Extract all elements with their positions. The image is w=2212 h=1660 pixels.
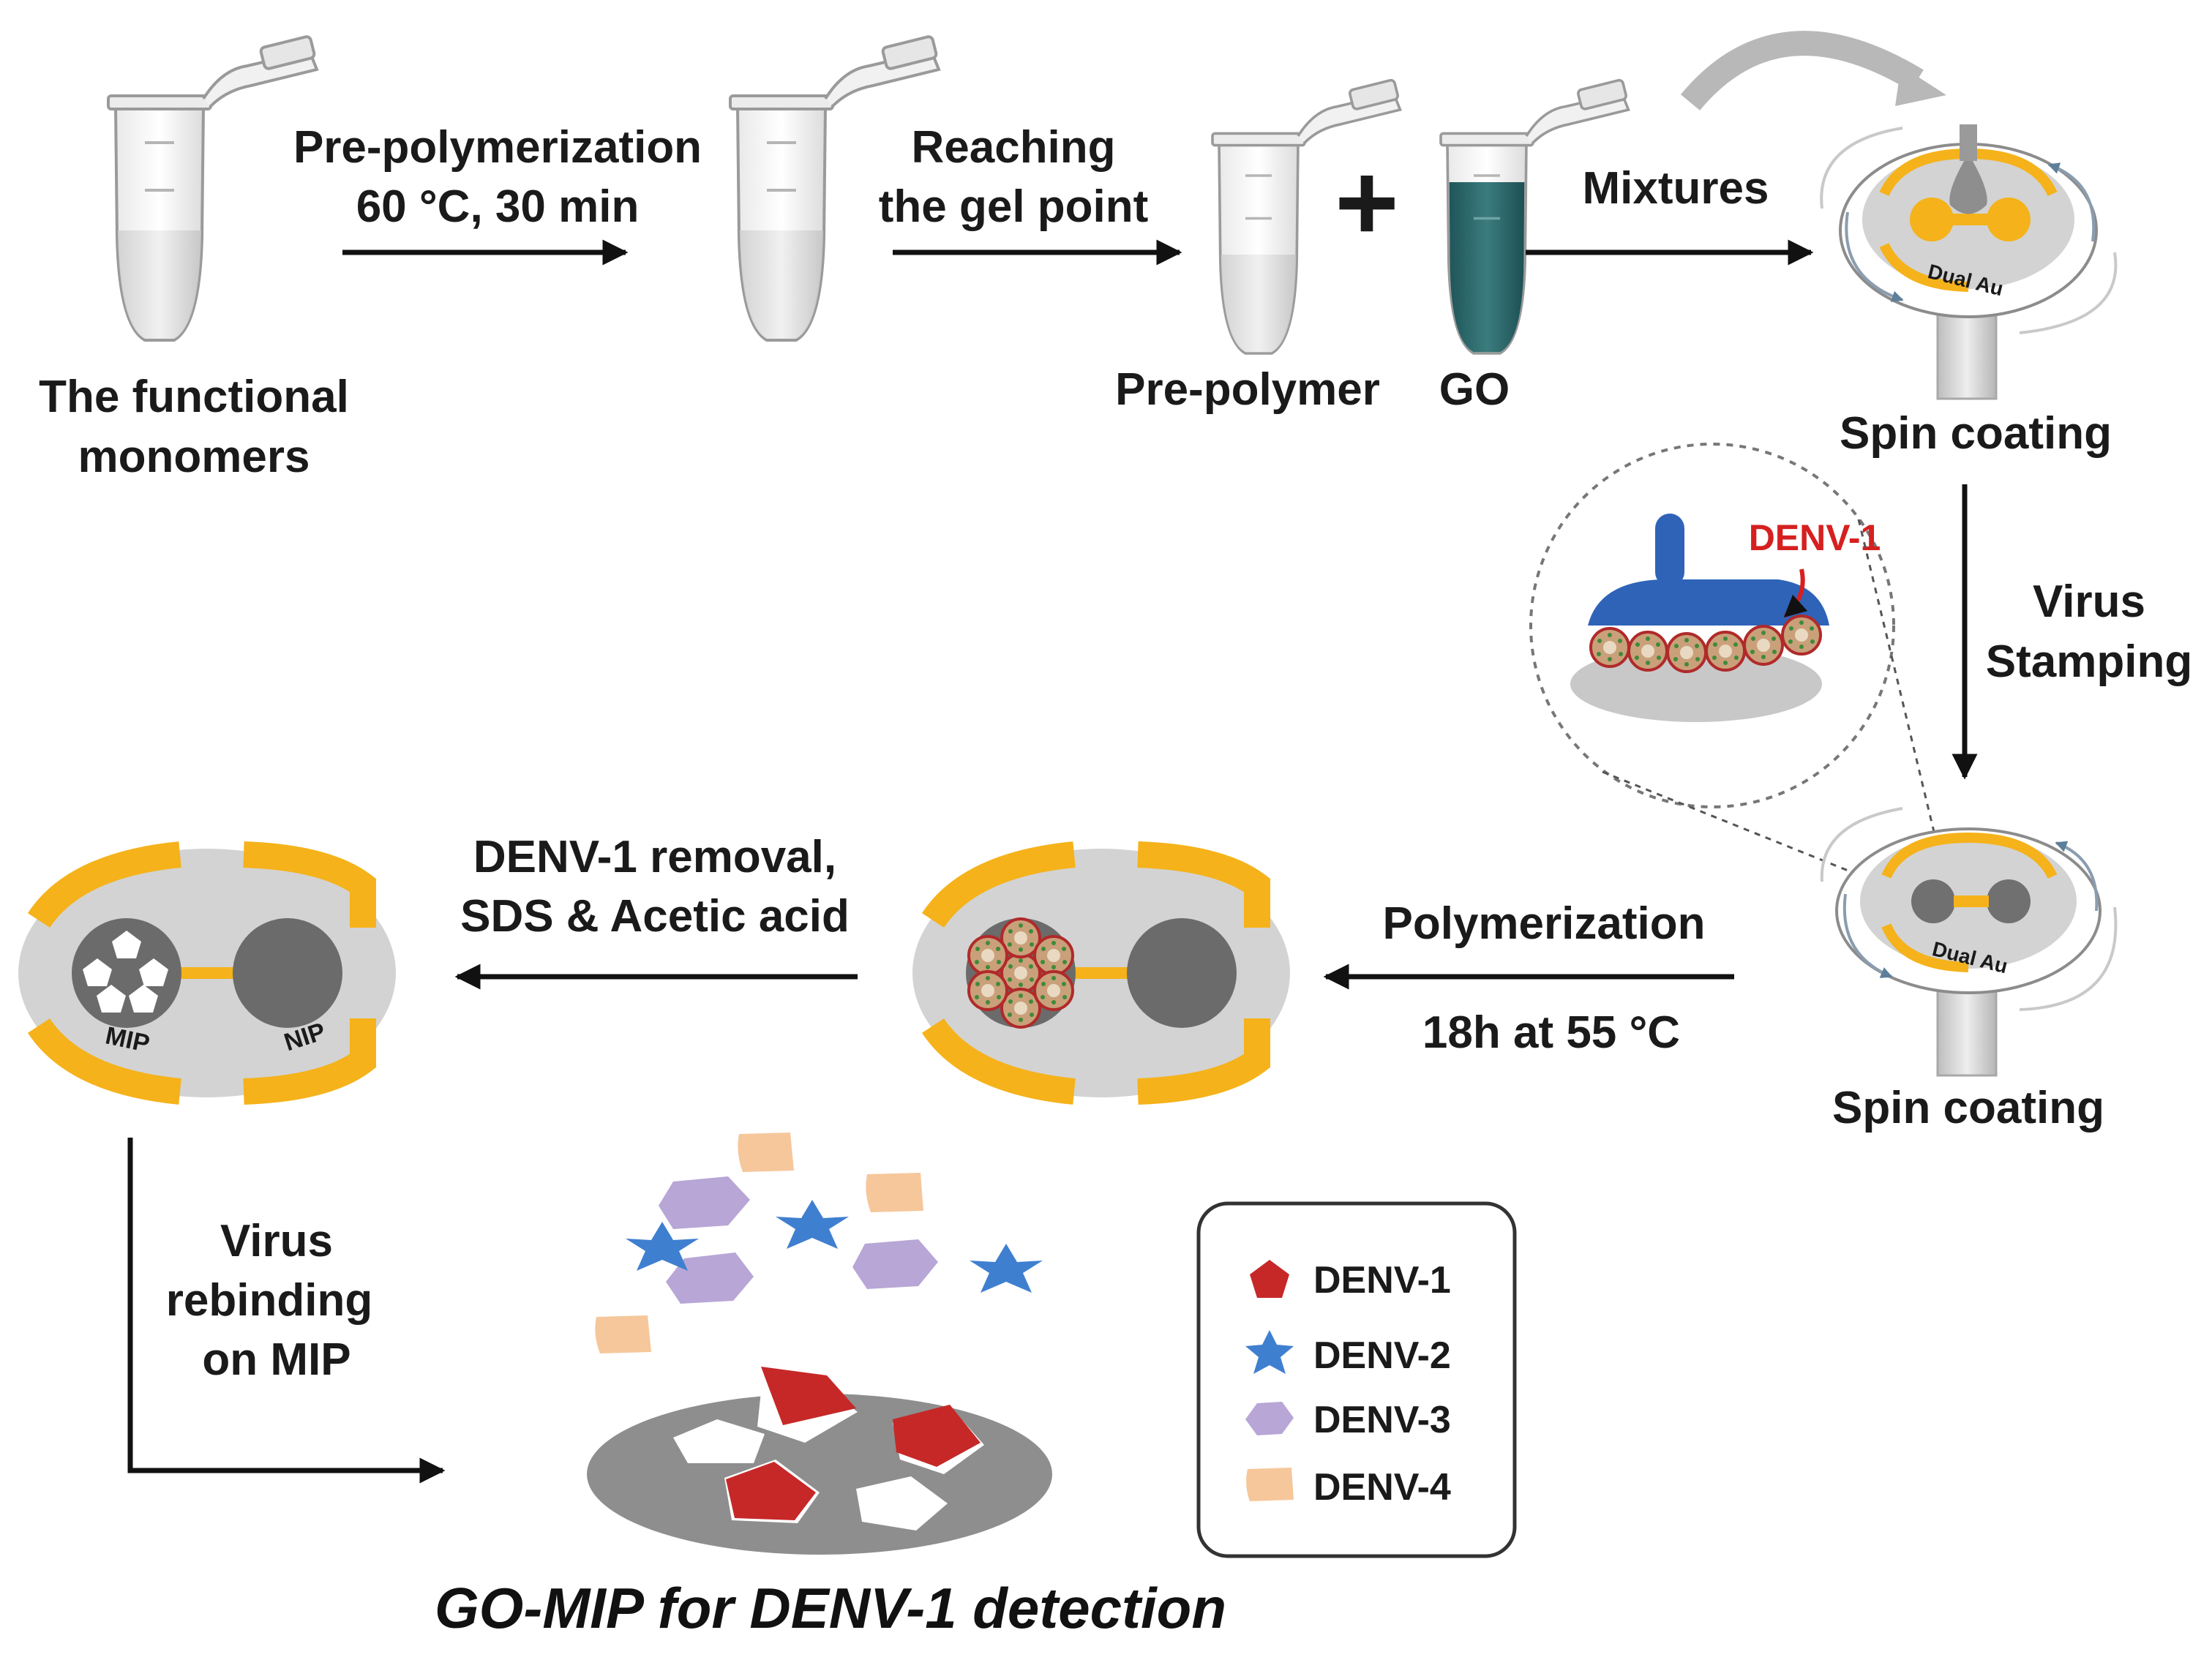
zoom-virus-label: DENV-1	[1749, 517, 1881, 558]
step-gel-point-2: the gel point	[879, 181, 1149, 232]
stamp-zoom-inset: DENV-1	[1529, 443, 1952, 910]
virus-particle	[1589, 627, 1630, 668]
go-label: GO	[1439, 364, 1510, 415]
monomers-label-1: The functional	[39, 372, 349, 422]
electrode-stamped	[912, 841, 1290, 1105]
legend-item-denv-1: DENV-1	[1313, 1259, 1451, 1302]
pre-polymer-label: Pre-polymer	[1115, 364, 1380, 415]
legend-star-icon	[1245, 1330, 1294, 1374]
virus-particle	[967, 970, 1008, 1011]
denv-1-bound	[726, 1462, 816, 1520]
plus-sign: +	[1335, 140, 1399, 263]
step-virus-stamping-1: Virus	[2033, 577, 2145, 627]
virus-particle	[1033, 970, 1074, 1011]
floating-viruses	[595, 1133, 1043, 1353]
denv-3-particle	[852, 1239, 938, 1289]
step-removal-2: SDS & Acetic acid	[460, 891, 850, 942]
bottom-title: GO-MIP for DENV-1 detection	[435, 1576, 1226, 1640]
denv-2-particle	[626, 1222, 699, 1271]
virus-particle	[1743, 625, 1784, 666]
virus-particle	[1781, 615, 1822, 656]
virus-particle	[1705, 631, 1746, 672]
tube-functional-monomers	[107, 34, 318, 342]
pour-arrow	[1680, 31, 1924, 110]
denv-2-particle	[970, 1244, 1043, 1293]
legend: DENV-1 DENV-2 DENV-3 DENV-4	[1196, 1201, 1517, 1558]
denv-4-particle	[866, 1173, 923, 1212]
step-polymerization-1: Polymerization	[1383, 898, 1706, 949]
arrow-rebinding	[127, 1138, 446, 1484]
spin-coating-label-top: Spin coating	[1840, 408, 2112, 459]
denv-3-particle	[666, 1252, 754, 1304]
step-mixtures: Mixtures	[1583, 163, 1769, 214]
legend-item-denv-4: DENV-4	[1313, 1466, 1451, 1509]
legend-item-denv-3: DENV-3	[1313, 1399, 1451, 1441]
denv-2-particle	[776, 1200, 849, 1249]
step-rebinding-2: rebinding	[166, 1275, 372, 1326]
denv-4-particle	[738, 1133, 794, 1172]
legend-flag-icon	[1246, 1468, 1294, 1501]
legend-hexagon-icon	[1245, 1402, 1294, 1435]
spin-coating-label-bottom: Spin coating	[1832, 1083, 2104, 1133]
step-rebinding-3: on MIP	[202, 1334, 350, 1385]
virus-particle	[1666, 632, 1707, 673]
step-prepolymerization-2: 60 °C, 30 min	[356, 181, 640, 232]
electrode-mip-nip: MIP NIP	[18, 841, 396, 1105]
spin-coater-bottom: Dual Au	[1820, 807, 2118, 1077]
monomers-label-2: monomers	[78, 432, 310, 482]
denv-1-bound	[893, 1405, 981, 1467]
rebinding-surface	[587, 1367, 1052, 1555]
step-gel-point-1: Reaching	[911, 122, 1115, 173]
step-rebinding-1: Virus	[220, 1216, 333, 1266]
denv-1-bound	[761, 1367, 856, 1425]
step-removal-1: DENV-1 removal,	[473, 832, 836, 882]
virus-particle	[1627, 631, 1668, 672]
virus-particle	[1033, 935, 1074, 976]
step-prepolymerization-1: Pre-polymerization	[293, 122, 702, 173]
step-polymerization-2: 18h at 55 °C	[1422, 1007, 1680, 1058]
denv-4-particle	[595, 1315, 651, 1353]
spin-coater-top: Dual Au	[1680, 31, 2118, 400]
legend-pentagon-icon	[1250, 1260, 1289, 1298]
legend-item-denv-2: DENV-2	[1313, 1334, 1451, 1377]
tube-go	[1439, 78, 1630, 355]
step-virus-stamping-2: Stamping	[1986, 636, 2192, 687]
imprinted-cavities	[83, 931, 168, 1013]
denv-3-particle	[659, 1176, 750, 1229]
virus-particle	[967, 935, 1008, 976]
